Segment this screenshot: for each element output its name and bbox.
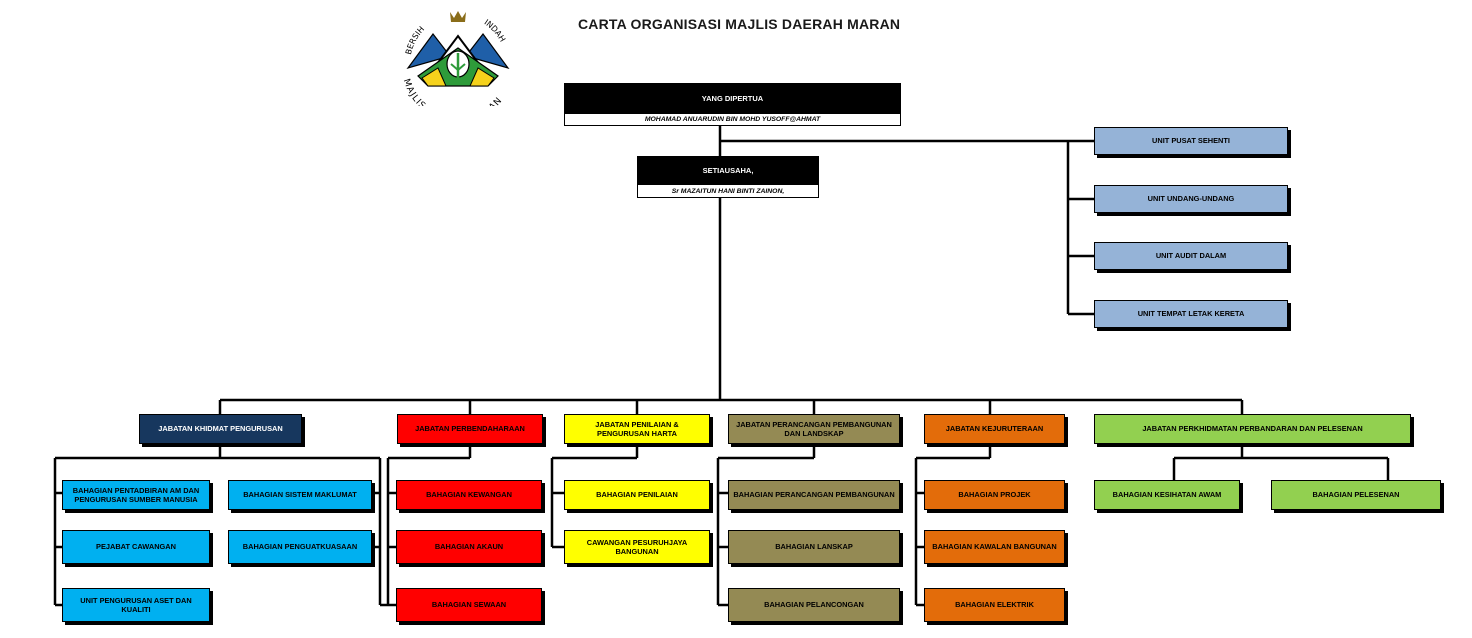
yang-dipertua-title: YANG DIPERTUA xyxy=(564,83,901,113)
section-projek: BAHAGIAN PROJEK xyxy=(924,480,1065,510)
section-lanskap: BAHAGIAN LANSKAP xyxy=(728,530,900,564)
section-pengurusan-aset: UNIT PENGURUSAN ASET DAN KUALITI xyxy=(62,588,210,622)
dept-khidmat-pengurusan: JABATAN KHIDMAT PENGURUSAN xyxy=(139,414,302,444)
section-akaun: BAHAGIAN AKAUN xyxy=(396,530,542,564)
section-pejabat-cawangan: PEJABAT CAWANGAN xyxy=(62,530,210,564)
dept-perkhidmatan-perbandaran: JABATAN PERKHIDMATAN PERBANDARAN DAN PEL… xyxy=(1094,414,1411,444)
majlis-daerah-maran-logo: BERSIH INDAH MAJLIS DAERAH MARAN xyxy=(401,11,510,106)
section-pelesenan: BAHAGIAN PELESENAN xyxy=(1271,480,1441,510)
unit-tempat-letak-kereta: UNIT TEMPAT LETAK KERETA xyxy=(1094,300,1288,328)
section-penguatkuasaan: BAHAGIAN PENGUATKUASAAN xyxy=(228,530,372,564)
section-kewangan: BAHAGIAN KEWANGAN xyxy=(396,480,542,510)
unit-pusat-sehenti: UNIT PUSAT SEHENTI xyxy=(1094,127,1288,155)
setiausaha-title: SETIAUSAHA, xyxy=(637,156,819,184)
dept-kejuruteraan: JABATAN KEJURUTERAAN xyxy=(924,414,1065,444)
section-elektrik: BAHAGIAN ELEKTRIK xyxy=(924,588,1065,622)
setiausaha-name: Sr MAZAITUN HANI BINTI ZAINON, xyxy=(637,184,819,198)
section-penilaian: BAHAGIAN PENILAIAN xyxy=(564,480,710,510)
section-sewaan: BAHAGIAN SEWAAN xyxy=(396,588,542,622)
section-pelancongan: BAHAGIAN PELANCONGAN xyxy=(728,588,900,622)
yang-dipertua-name: MOHAMAD ANUARUDIN BIN MOHD YUSOFF@AHMAT xyxy=(564,113,901,126)
section-perancangan-pembangunan: BAHAGIAN PERANCANGAN PEMBANGUNAN xyxy=(728,480,900,510)
dept-penilaian-pengurusan-harta: JABATAN PENILAIAN & PENGURUSAN HARTA xyxy=(564,414,710,444)
section-sistem-maklumat: BAHAGIAN SISTEM MAKLUMAT xyxy=(228,480,372,510)
page-title: CARTA ORGANISASI MAJLIS DAERAH MARAN xyxy=(578,16,901,32)
section-kawalan-bangunan: BAHAGIAN KAWALAN BANGUNAN xyxy=(924,530,1065,564)
unit-undang-undang: UNIT UNDANG-UNDANG xyxy=(1094,185,1288,213)
section-kesihatan-awam: BAHAGIAN KESIHATAN AWAM xyxy=(1094,480,1240,510)
crown-icon xyxy=(450,11,466,22)
unit-audit-dalam: UNIT AUDIT DALAM xyxy=(1094,242,1288,270)
leaf-icon xyxy=(446,50,470,82)
dept-perbendaharaan: JABATAN PERBENDAHARAAN xyxy=(397,414,543,444)
dept-perancangan-pembangunan: JABATAN PERANCANGAN PEMBANGUNAN DAN LAND… xyxy=(728,414,900,444)
section-pesuruhjaya-bangunan: CAWANGAN PESURUHJAYA BANGUNAN xyxy=(564,530,710,564)
section-pentadbiran-am: BAHAGIAN PENTADBIRAN AM DAN PENGURUSAN S… xyxy=(62,480,210,510)
